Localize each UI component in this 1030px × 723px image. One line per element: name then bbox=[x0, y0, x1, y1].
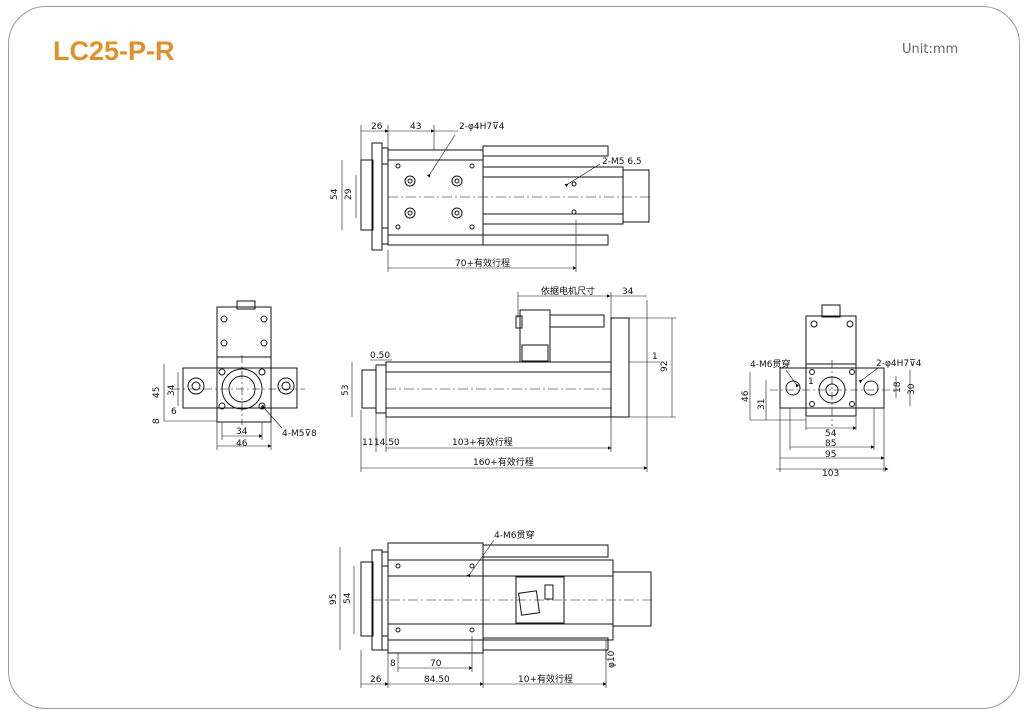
top-profile bbox=[482, 166, 624, 225]
bottom-dim-phi10: φ10 bbox=[607, 650, 617, 668]
side-dim-34: 34 bbox=[622, 287, 634, 297]
side-dim-0-50: 0.50 bbox=[370, 351, 390, 361]
side-view bbox=[351, 292, 676, 472]
unit-label: Unit:mm bbox=[902, 42, 959, 57]
top-note-pin-hole: 2-φ4H7⊽4 bbox=[459, 122, 505, 132]
top-dim-54: 54 bbox=[330, 188, 340, 200]
bottom-dim-26: 26 bbox=[370, 675, 382, 685]
side-end-cap bbox=[610, 317, 630, 418]
bottom-dim-70: 70 bbox=[430, 659, 442, 669]
top-note-thread: 2-M5 6.5 bbox=[602, 157, 642, 167]
bottom-dim-8: 8 bbox=[390, 659, 396, 669]
end-dim-8: 8 bbox=[152, 418, 162, 424]
page-title: LC25-P-R bbox=[53, 36, 175, 66]
end-note-thread: 4-M5⊽8 bbox=[282, 429, 317, 439]
side-dim-1: 1 bbox=[652, 352, 658, 362]
side-note-motor-size: 依据电机尺寸 bbox=[541, 285, 595, 297]
right-note-through-hole: 4-M6贯穿 bbox=[750, 358, 790, 370]
right-dim-85: 85 bbox=[825, 439, 836, 449]
right-dim-30: 30 bbox=[907, 383, 917, 395]
top-flange bbox=[360, 159, 374, 231]
bottom-view-labels: 95 54 8 70 26 84.50 10+有效行程 φ10 4-M6贯穿 bbox=[329, 529, 617, 685]
top-view-labels: 26 43 54 29 2-φ4H7⊽4 2-M5 6.5 70+有效行程 bbox=[330, 122, 642, 269]
right-dim-54: 54 bbox=[825, 429, 837, 439]
right-dim-18: 18 bbox=[893, 381, 903, 393]
end-flange bbox=[182, 367, 298, 409]
side-dim-160-stroke: 160+有效行程 bbox=[473, 456, 534, 468]
right-note-pin-hole: 2-φ4H7⊽4 bbox=[876, 359, 922, 369]
side-view-labels: 0.50 53 11 14.50 103+有效行程 160+有效行程 依据电机尺… bbox=[341, 285, 670, 468]
right-dim-1: 1 bbox=[808, 377, 814, 387]
right-dim-103: 103 bbox=[822, 469, 839, 479]
side-dim-11: 11 bbox=[362, 438, 373, 448]
bottom-dim-84-50: 84.50 bbox=[424, 675, 450, 685]
end-dim-46: 46 bbox=[236, 439, 248, 449]
right-dim-46: 46 bbox=[741, 390, 751, 402]
side-flange bbox=[361, 369, 377, 409]
end-plate bbox=[216, 356, 272, 423]
top-dim-26: 26 bbox=[371, 122, 383, 132]
right-view bbox=[749, 304, 911, 472]
side-dim-53: 53 bbox=[341, 385, 351, 396]
end-motor-block bbox=[216, 306, 272, 358]
top-carriage bbox=[387, 149, 484, 246]
bottom-view bbox=[339, 539, 655, 688]
bottom-dim-10-stroke: 10+有效行程 bbox=[518, 673, 573, 685]
end-dim-6: 6 bbox=[171, 407, 177, 417]
side-dim-14-50: 14.50 bbox=[374, 438, 400, 448]
right-dim-95: 95 bbox=[825, 450, 836, 460]
end-view-labels: 45 34 8 6 34 46 4-M5⊽8 bbox=[152, 384, 317, 449]
top-motor bbox=[622, 169, 650, 223]
side-dim-92: 92 bbox=[660, 361, 670, 372]
right-view-labels: 4-M6贯穿 2-φ4H7⊽4 46 31 54 85 95 103 18 30… bbox=[741, 358, 922, 479]
right-dim-31: 31 bbox=[757, 399, 767, 410]
side-dim-103-stroke: 103+有效行程 bbox=[452, 436, 513, 448]
end-dim-34-v: 34 bbox=[167, 384, 177, 396]
top-endplate bbox=[371, 142, 383, 251]
drawing-frame bbox=[8, 6, 1020, 709]
end-dim-45: 45 bbox=[152, 387, 162, 398]
top-dim-stroke: 70+有效行程 bbox=[455, 257, 510, 269]
side-motor bbox=[519, 309, 551, 363]
bottom-motor bbox=[612, 571, 652, 627]
bottom-dim-95: 95 bbox=[329, 594, 339, 605]
end-dim-34-h: 34 bbox=[236, 427, 248, 437]
bottom-note-through-hole: 4-M6贯穿 bbox=[494, 529, 534, 541]
side-profile bbox=[385, 361, 612, 418]
end-view bbox=[163, 300, 305, 450]
top-dim-43: 43 bbox=[410, 122, 421, 132]
top-view bbox=[341, 125, 650, 272]
bottom-dim-54: 54 bbox=[343, 592, 353, 604]
right-motor-block bbox=[805, 315, 857, 365]
top-dim-29: 29 bbox=[344, 188, 354, 200]
